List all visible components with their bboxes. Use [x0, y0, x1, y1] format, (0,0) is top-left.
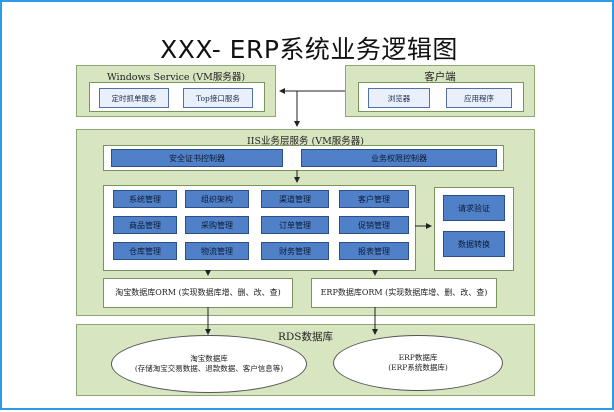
- module-promotion-mgmt: 促销管理: [339, 216, 409, 234]
- security-cert-controller: 安全证书控制器: [111, 149, 283, 167]
- taobao-database: 淘宝数据库 (存储淘宝交易数据、退款数据、客户信息等): [111, 335, 307, 393]
- erp-database-desc: (ERP系统数据库): [388, 363, 448, 372]
- client-panel: 客户端 浏览器 应用程序: [345, 65, 535, 117]
- erp-orm-box: ERP数据库ORM (实现数据库增、删、改、查): [311, 278, 497, 308]
- iis-panel: IIS业务层服务 (VM服务器) 安全证书控制器 业务权限控制器 系统管理 组织…: [76, 129, 535, 316]
- taobao-orm-box: 淘宝数据库ORM (实现数据库增、删、改、查): [103, 278, 293, 308]
- windows-service-title: Windows Service (VM服务器): [106, 72, 246, 83]
- module-product-mgmt: 商品管理: [113, 216, 177, 234]
- data-conversion-box: 数据转换: [443, 231, 505, 257]
- module-order-mgmt: 订单管理: [261, 216, 329, 234]
- iis-title: IIS业务层服务 (VM服务器): [246, 136, 365, 147]
- rds-title: RDS数据库: [277, 331, 334, 343]
- erp-database: ERP数据库 (ERP系统数据库): [333, 335, 503, 391]
- module-logistics-mgmt: 物流管理: [185, 242, 249, 260]
- module-system-mgmt: 系统管理: [113, 190, 177, 208]
- top-interface-service: Top接口服务: [183, 88, 253, 108]
- request-validation-box: 请求验证: [443, 195, 505, 221]
- windows-service-panel: Windows Service (VM服务器) 定时抓单服务 Top接口服务: [76, 65, 276, 117]
- application-box: 应用程序: [446, 88, 512, 108]
- erp-database-name: ERP数据库: [398, 353, 438, 363]
- business-permission-controller: 业务权限控制器: [301, 149, 497, 167]
- browser-box: 浏览器: [368, 88, 430, 108]
- module-customer-mgmt: 客户管理: [339, 190, 409, 208]
- module-channel-mgmt: 渠道管理: [261, 190, 329, 208]
- timed-order-service: 定时抓单服务: [99, 88, 169, 108]
- module-purchase-mgmt: 采购管理: [185, 216, 249, 234]
- module-report-mgmt: 报表管理: [339, 242, 409, 260]
- module-warehouse-mgmt: 仓库管理: [113, 242, 177, 260]
- taobao-database-desc: (存储淘宝交易数据、退款数据、客户信息等): [134, 364, 284, 373]
- diagram-title: XXX- ERP系统业务逻辑图: [160, 35, 458, 64]
- module-org-structure: 组织架构: [185, 190, 249, 208]
- client-title: 客户端: [424, 71, 456, 83]
- rds-panel: RDS数据库 淘宝数据库 (存储淘宝交易数据、退款数据、客户信息等) ERP数据…: [76, 324, 535, 396]
- module-finance-mgmt: 财务管理: [261, 242, 329, 260]
- taobao-database-name: 淘宝数据库: [190, 354, 228, 364]
